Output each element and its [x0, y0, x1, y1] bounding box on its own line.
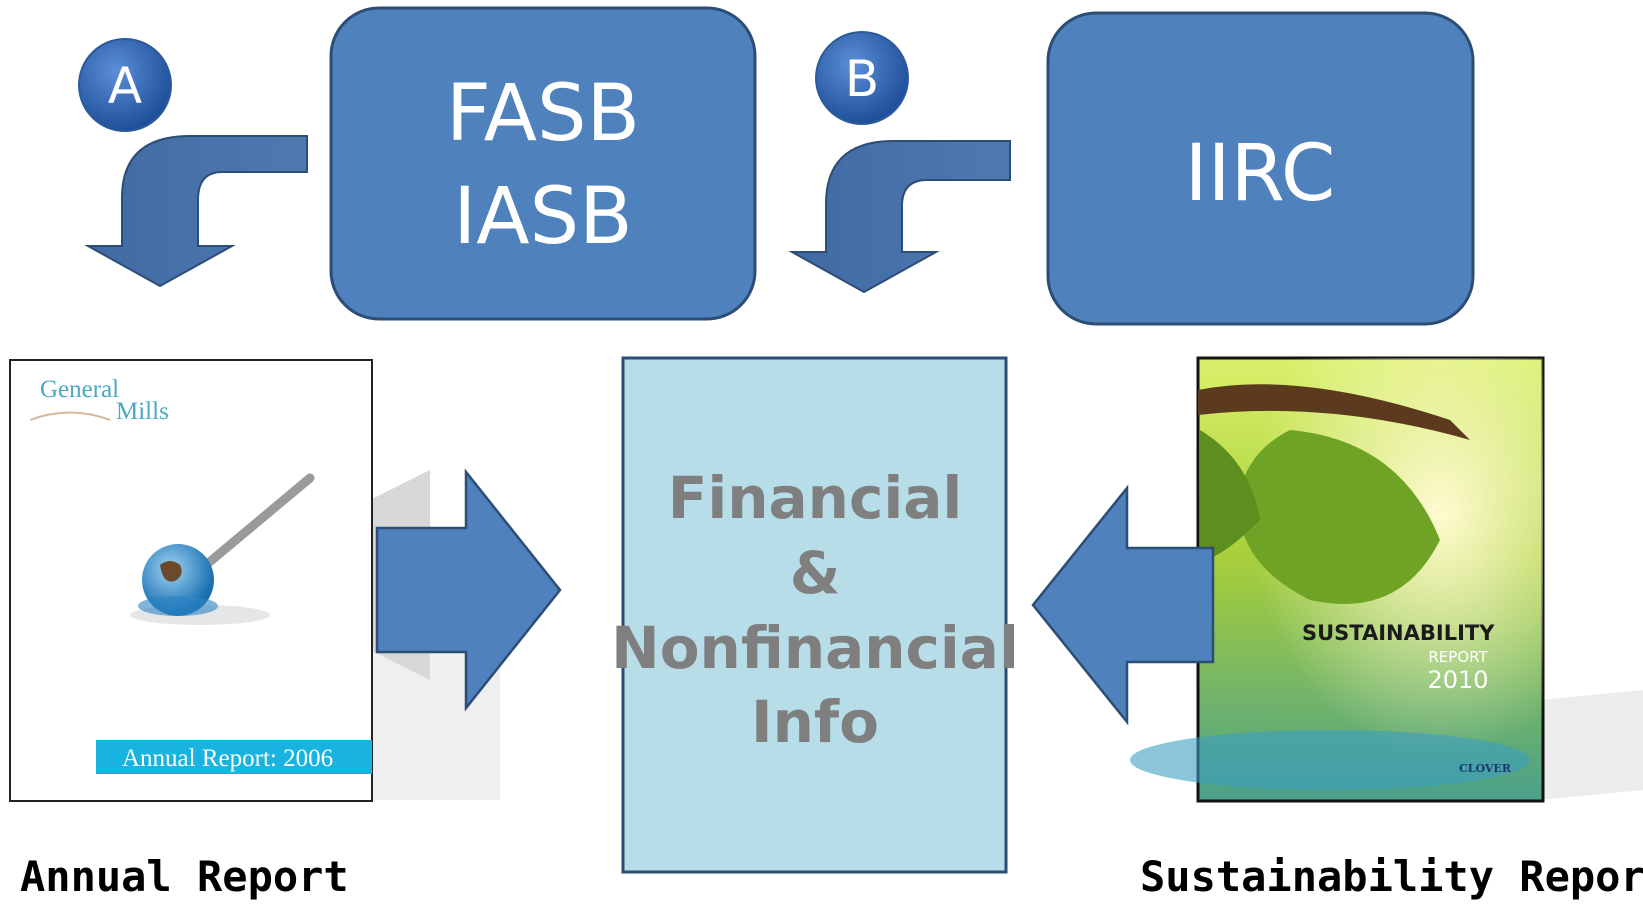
sustainability-report-cover: SUSTAINABILITY REPORT 2010 CLOVER — [1130, 356, 1643, 803]
annual-cover-brand-line2: Mills — [116, 398, 169, 425]
annual-cover-band-text: Annual Report: 2006 — [122, 745, 333, 772]
badge-b: B — [815, 31, 909, 125]
financial-info-box: Financial & Nonfinancial Info — [611, 356, 1019, 874]
iirc-box: IIRC — [1046, 11, 1475, 326]
standards-box: FASB IASB — [329, 6, 757, 321]
center-line4: Info — [751, 688, 879, 756]
bent-arrow-a — [84, 135, 308, 288]
badge-b-label: B — [845, 50, 879, 108]
sustain-cover-title: SUSTAINABILITY — [1302, 621, 1495, 645]
center-line3: Nonfinancial — [611, 614, 1019, 682]
arrow-left — [1031, 484, 1215, 726]
sustain-cover-brand: CLOVER — [1459, 762, 1512, 775]
center-line1: Financial — [668, 464, 963, 532]
annual-report-caption: Annual Report — [20, 852, 349, 901]
annual-report-cover: General Mills Annual Report: 2006 — [9, 359, 500, 802]
sustainability-report-caption: Sustainability Report — [1140, 852, 1643, 901]
standards-box-line1: FASB — [446, 69, 640, 159]
center-line2: & — [790, 539, 841, 607]
bent-arrow-b — [788, 140, 1011, 294]
arrow-right — [375, 468, 562, 712]
leaf-image — [1238, 430, 1440, 604]
badge-a: A — [78, 38, 172, 132]
iirc-box-label: IIRC — [1185, 129, 1336, 219]
sustain-cover-year: 2010 — [1427, 666, 1488, 694]
standards-box-line2: IASB — [453, 172, 632, 262]
badge-a-label: A — [108, 57, 142, 115]
sustain-cover-subtitle: REPORT — [1428, 648, 1488, 666]
annual-cover-brand-line1: General — [40, 376, 119, 403]
spoon-globe-image — [130, 473, 315, 625]
